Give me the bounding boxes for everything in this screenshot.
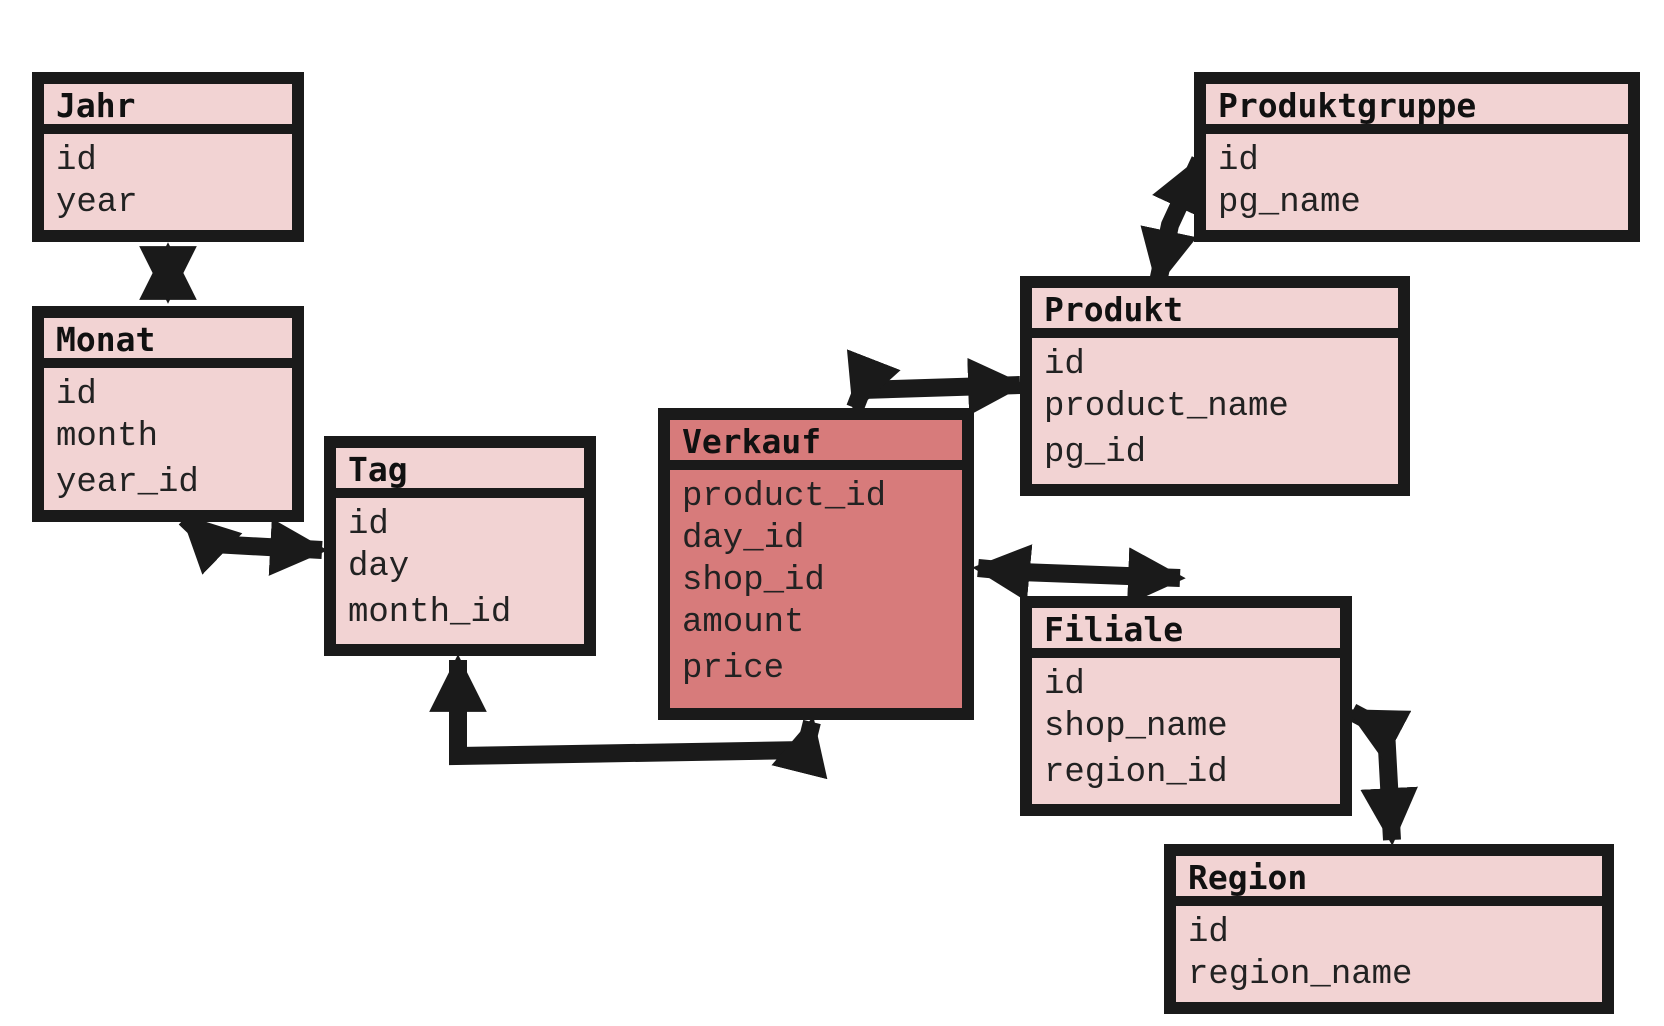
entity-produkt[interactable]: Produkt id product_name pg_id	[1020, 276, 1410, 496]
connector-verkauf-filiale	[972, 544, 1186, 605]
field-year: year	[56, 184, 138, 222]
field-list: id day month_id	[336, 498, 584, 638]
entity-region[interactable]: Region id region_name	[1164, 844, 1614, 1014]
field-list: id month year_id	[44, 368, 292, 508]
entity-title: Region	[1176, 856, 1602, 906]
entity-title: Monat	[44, 318, 292, 368]
field-list: id pg_name	[1206, 134, 1628, 224]
field-day-id: day_id	[682, 520, 805, 558]
field-list: id product_name pg_id	[1032, 338, 1398, 478]
field-product-name: product_name	[1044, 388, 1289, 426]
field-id: id	[56, 142, 97, 180]
field-id: id	[1044, 666, 1085, 704]
entity-title: Filiale	[1032, 608, 1340, 658]
entity-title: Verkauf	[670, 420, 962, 470]
field-month-id: month_id	[348, 594, 512, 632]
connector-monat-tag	[178, 511, 328, 576]
entity-tag[interactable]: Tag id day month_id	[324, 436, 596, 656]
entity-title: Produktgruppe	[1206, 84, 1628, 134]
field-list: id region_name	[1176, 906, 1602, 996]
entity-monat[interactable]: Monat id month year_id	[32, 306, 304, 522]
field-day: day	[348, 548, 410, 586]
field-region-id: region_id	[1044, 754, 1228, 792]
entity-title: Produkt	[1032, 288, 1398, 338]
field-id: id	[1188, 914, 1229, 952]
field-pg-name: pg_name	[1218, 184, 1361, 222]
entity-title: Tag	[336, 448, 584, 498]
field-shop-name: shop_name	[1044, 708, 1228, 746]
field-id: id	[1218, 142, 1259, 180]
connector-tag-verkauf	[429, 654, 828, 780]
field-month: month	[56, 418, 159, 456]
field-product-id: product_id	[682, 478, 887, 516]
field-id: id	[56, 376, 97, 414]
field-shop-id: shop_id	[682, 562, 825, 600]
field-region-name: region_name	[1188, 956, 1413, 994]
field-year-id: year_id	[56, 464, 199, 502]
entity-produktgruppe[interactable]: Produktgruppe id pg_name	[1194, 72, 1640, 242]
field-amount: amount	[682, 604, 805, 642]
field-list: id shop_name region_id	[1032, 658, 1340, 798]
field-pg-id: pg_id	[1044, 434, 1147, 472]
field-price: price	[682, 650, 785, 688]
entity-title: Jahr	[44, 84, 292, 134]
entity-jahr[interactable]: Jahr id year	[32, 72, 304, 242]
field-id: id	[348, 506, 389, 544]
entity-verkauf[interactable]: Verkauf product_id day_id shop_id amount…	[658, 408, 974, 720]
connector-verkauf-produkt	[846, 349, 1026, 416]
field-list: product_id day_id shop_id amount price	[670, 470, 962, 694]
field-id: id	[1044, 346, 1085, 384]
field-list: id year	[44, 134, 292, 224]
entity-filiale[interactable]: Filiale id shop_name region_id	[1020, 596, 1352, 816]
connector-produkt-produktgruppe	[1140, 154, 1209, 288]
connector-filiale-region	[1346, 704, 1418, 846]
